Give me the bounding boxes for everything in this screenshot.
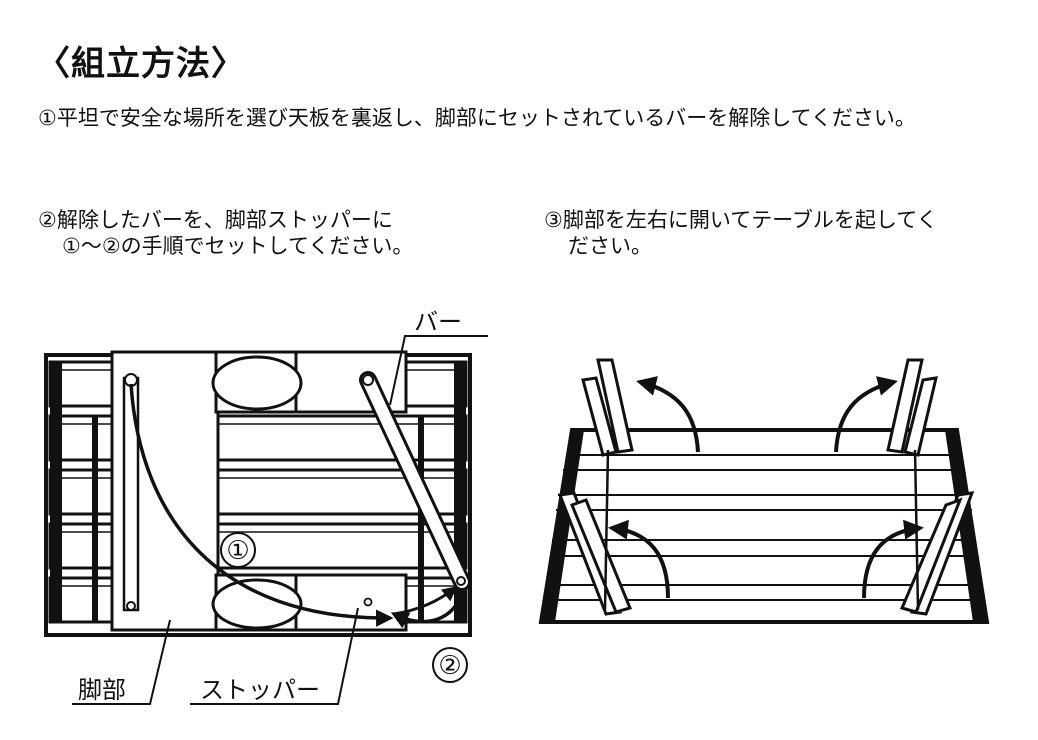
step-marker-2: ② <box>438 651 461 681</box>
curved-arrow-icon <box>608 376 924 599</box>
step-1-text: ①平坦で安全な場所を選び天板を裏返し、脚部にセットされているバーを解除してくださ… <box>38 106 916 130</box>
stopper-callout-line <box>190 607 359 705</box>
page-title: 〈組立方法〉 <box>36 44 246 84</box>
bar <box>359 371 471 591</box>
step-3-text-line-2: ださい。 <box>568 234 652 258</box>
step-2-text-line-1: ②解除したバーを、脚部ストッパーに <box>38 208 393 232</box>
leg-pads <box>211 350 408 632</box>
stopper <box>363 597 373 607</box>
bar-callout-line <box>389 335 488 406</box>
arrow-step-2 <box>390 589 465 629</box>
table-3d-diagram <box>538 358 990 624</box>
step-3-text-line-1: ③脚部を左右に開いてテーブルを起してく <box>544 208 938 232</box>
step-marker-1: ① <box>226 536 249 566</box>
table-underside-diagram <box>44 350 472 683</box>
leg-callout-line <box>72 619 171 705</box>
bar-label: バー <box>414 308 462 336</box>
arrow-step-1 <box>129 383 394 627</box>
stopper-label: ストッパー <box>200 676 320 704</box>
step-2-text-line-2: ①〜②の手順でセットしてください。 <box>62 234 414 258</box>
leg-label: 脚部 <box>78 676 126 704</box>
